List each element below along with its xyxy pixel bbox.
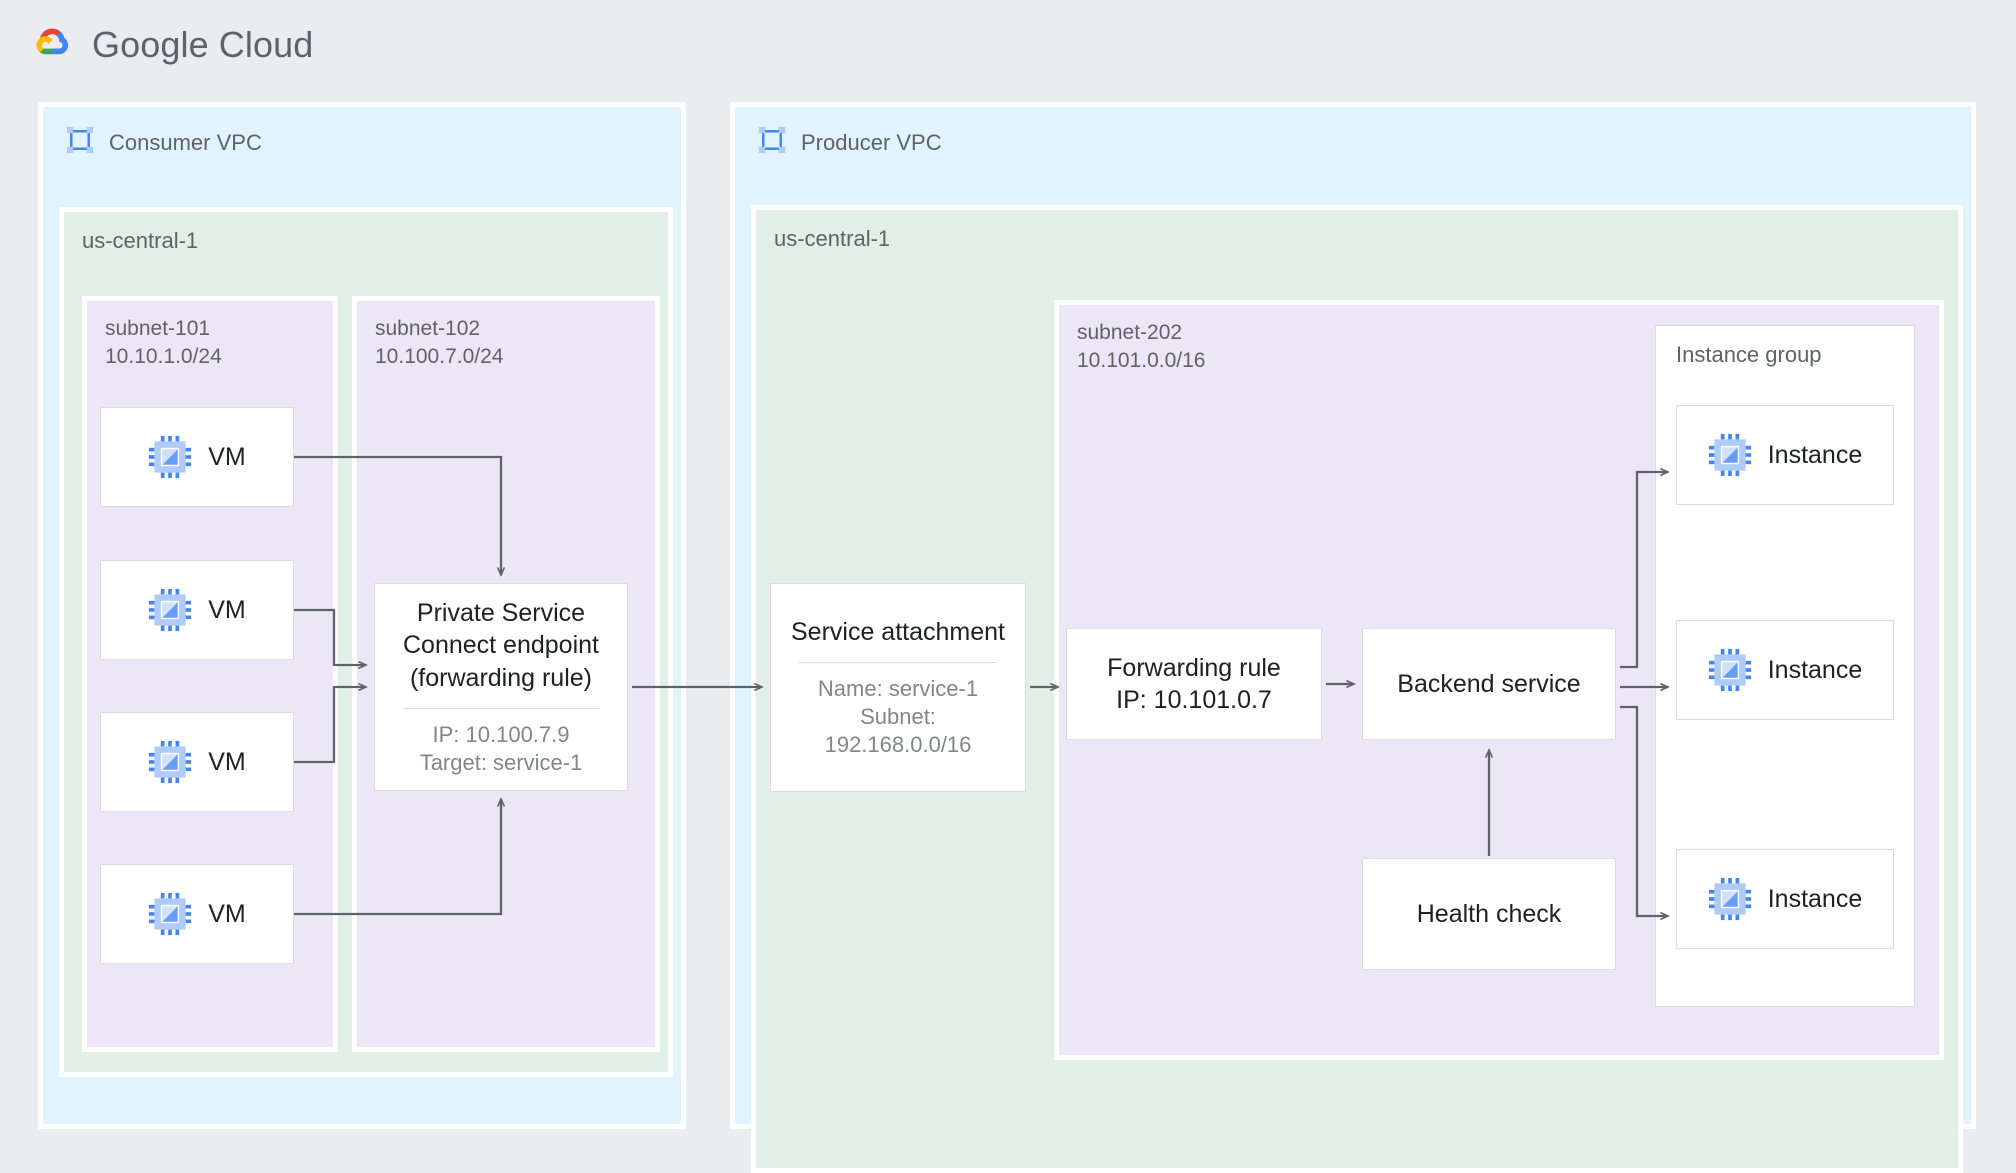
vm-chip-icon xyxy=(148,435,192,479)
service-attachment-meta: Name: service-1 Subnet: 192.168.0.0/16 xyxy=(817,676,979,758)
subnet-101-label: subnet-101 10.10.1.0/24 xyxy=(105,317,222,368)
service-attachment-title: Service attachment xyxy=(791,617,1005,646)
instance-box-3-label: Instance xyxy=(1767,884,1863,913)
backend-service-title: Backend service xyxy=(1397,669,1581,698)
vpc-network-icon xyxy=(757,125,787,160)
instance-box-3[interactable]: Instance xyxy=(1676,849,1894,949)
vm-box-1[interactable]: VM xyxy=(100,407,294,507)
vpc-network-icon xyxy=(65,125,95,160)
vm-box-3[interactable]: VM xyxy=(100,712,294,812)
consumer-vpc-label: Consumer VPC xyxy=(109,129,262,155)
instance-box-1[interactable]: Instance xyxy=(1676,405,1894,505)
health-check-box[interactable]: Health check xyxy=(1362,858,1616,970)
brand-wordmark: Google Cloud xyxy=(92,24,314,65)
instance-box-1-label: Instance xyxy=(1767,440,1863,469)
consumer-vpc-header: Consumer VPC xyxy=(65,125,262,160)
consumer-region-label: us-central-1 xyxy=(82,228,199,253)
vm-chip-icon xyxy=(1708,433,1752,477)
producer-vpc-label: Producer VPC xyxy=(801,129,942,155)
vm-box-3-label: VM xyxy=(208,747,246,776)
vm-chip-icon xyxy=(148,588,192,632)
vm-box-2-label: VM xyxy=(208,595,246,624)
service-attachment-divider xyxy=(798,662,998,664)
instance-box-2[interactable]: Instance xyxy=(1676,620,1894,720)
psc-endpoint-meta: IP: 10.100.7.9 Target: service-1 xyxy=(419,722,583,776)
producer-region-label: us-central-1 xyxy=(774,226,891,251)
producer-vpc-header: Producer VPC xyxy=(757,125,942,160)
vm-chip-icon xyxy=(148,740,192,784)
vm-box-2[interactable]: VM xyxy=(100,560,294,660)
google-cloud-logo-icon xyxy=(30,22,76,68)
subnet-202-label: subnet-202 10.101.0.0/16 xyxy=(1077,321,1206,372)
health-check-title: Health check xyxy=(1416,899,1562,928)
subnet-102-label: subnet-102 10.100.7.0/24 xyxy=(375,317,504,368)
instance-group-label: Instance group xyxy=(1676,342,1822,367)
service-attachment-box[interactable]: Service attachment Name: service-1 Subne… xyxy=(770,583,1026,792)
vm-chip-icon xyxy=(148,892,192,936)
vm-box-4-label: VM xyxy=(208,899,246,928)
psc-endpoint-box[interactable]: Private Service Connect endpoint (forwar… xyxy=(374,583,628,791)
vm-chip-icon xyxy=(1708,648,1752,692)
forwarding-rule-title: Forwarding rule IP: 10.101.0.7 xyxy=(1107,653,1281,715)
forwarding-rule-box[interactable]: Forwarding rule IP: 10.101.0.7 xyxy=(1066,628,1322,740)
vm-box-1-label: VM xyxy=(208,442,246,471)
psc-endpoint-title: Private Service Connect endpoint (forwar… xyxy=(403,598,599,692)
psc-endpoint-divider xyxy=(402,708,600,710)
instance-box-2-label: Instance xyxy=(1767,655,1863,684)
backend-service-box[interactable]: Backend service xyxy=(1362,628,1616,740)
vm-chip-icon xyxy=(1708,877,1752,921)
vm-box-4[interactable]: VM xyxy=(100,864,294,964)
brand-header: Google Cloud xyxy=(30,22,313,68)
